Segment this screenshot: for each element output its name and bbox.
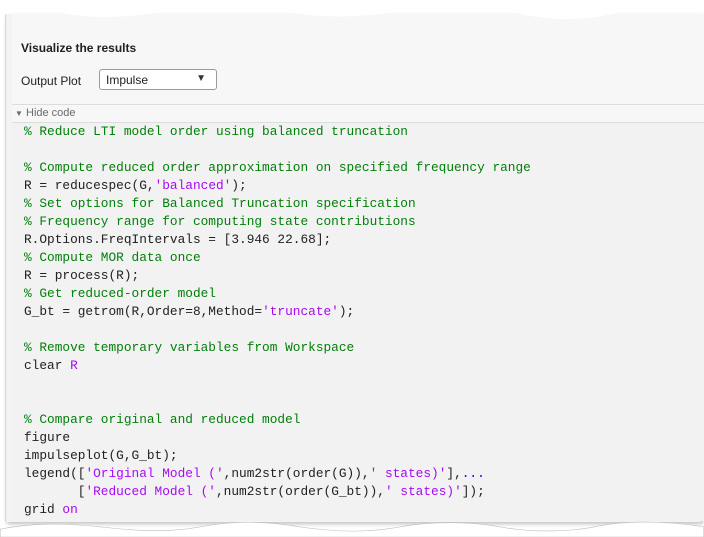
code-token-plain: R.Options.FreqIntervals = [3.946 22.68]; (24, 232, 332, 247)
code-token-string: 'balanced' (154, 178, 232, 193)
code-token-comment: % Compare original and reduced model (24, 412, 301, 427)
code-token-plain: ,num2str(order(G)), (223, 466, 370, 481)
code-line: R = process(R); (24, 267, 139, 285)
triangle-down-icon: ▼ (15, 109, 23, 118)
code-token-comment: % Compute MOR data once (24, 250, 201, 265)
section-title: Visualize the results (21, 41, 137, 55)
code-token-plain: clear (24, 358, 71, 373)
torn-edge-bottom (0, 521, 704, 537)
code-token-string: on (62, 502, 78, 517)
code-token-string: 'truncate' (262, 304, 339, 319)
code-line: grid on (24, 501, 78, 519)
code-line: % Compute reduced order approximation on… (24, 159, 531, 177)
code-line: ['Reduced Model (',num2str(order(G_bt)),… (24, 483, 485, 501)
code-line: % Compute MOR data once (24, 249, 201, 267)
code-line: % Get reduced-order model (24, 285, 216, 303)
code-token-plain: grid (24, 502, 63, 517)
code-line: legend(['Original Model (',num2str(order… (24, 465, 485, 483)
code-token-comment: % Get reduced-order model (24, 286, 216, 301)
code-token-string: ' states)' (369, 466, 447, 481)
code-line: R = reducespec(G,'balanced'); (24, 177, 247, 195)
code-token-keyword: ... (461, 466, 485, 481)
code-token-plain: ); (231, 178, 247, 193)
output-plot-value: Impulse (106, 73, 149, 87)
torn-edge-top (0, 0, 704, 20)
code-token-plain: ]); (461, 484, 485, 499)
code-line: clear R (24, 357, 78, 375)
code-token-string: 'Original Model (' (85, 466, 224, 481)
code-token-comment: % Reduce LTI model order using balanced … (24, 124, 408, 139)
code-line: G_bt = getrom(R,Order=8,Method='truncate… (24, 303, 354, 321)
code-token-comment: % Remove temporary variables from Worksp… (24, 340, 355, 355)
code-token-plain: figure (24, 430, 71, 445)
hide-code-label: Hide code (26, 107, 76, 119)
code-token-string: 'Reduced Model (' (85, 484, 216, 499)
code-token-plain: [ (24, 484, 86, 499)
code-token-plain: R = process(R); (24, 268, 140, 283)
code-token-plain: R = reducespec(G, (24, 178, 155, 193)
output-plot-label: Output Plot (21, 74, 82, 88)
code-line: % Reduce LTI model order using balanced … (24, 123, 408, 141)
code-line: % Frequency range for computing state co… (24, 213, 416, 231)
code-block[interactable]: % Reduce LTI model order using balanced … (12, 123, 704, 521)
code-token-plain: legend([ (24, 466, 86, 481)
code-token-plain: ,num2str(order(G_bt)), (216, 484, 385, 499)
code-token-plain: impulseplot(G,G_bt); (24, 448, 178, 463)
code-token-string: ' states)' (384, 484, 462, 499)
code-line: impulseplot(G,G_bt); (24, 447, 178, 465)
code-line: R.Options.FreqIntervals = [3.946 22.68]; (24, 231, 331, 249)
hide-code-toggle[interactable]: ▼ Hide code (12, 105, 704, 123)
code-line: % Remove temporary variables from Worksp… (24, 339, 354, 357)
divider (12, 104, 704, 105)
code-line: % Set options for Balanced Truncation sp… (24, 195, 416, 213)
code-token-comment: % Compute reduced order approximation on… (24, 160, 531, 175)
triangle-down-icon: ▼ (196, 73, 206, 84)
code-token-plain: G_bt = getrom(R,Order=8,Method= (24, 304, 263, 319)
live-script-panel: Visualize the results Output Plot Impuls… (5, 14, 704, 522)
code-line: figure (24, 429, 70, 447)
code-line: % Compare original and reduced model (24, 411, 300, 429)
output-plot-dropdown[interactable]: Impulse ▼ (99, 69, 217, 90)
code-token-plain: ); (338, 304, 355, 319)
code-token-comment: % Frequency range for computing state co… (24, 214, 416, 229)
code-token-comment: % Set options for Balanced Truncation sp… (24, 196, 416, 211)
controls-section: Visualize the results Output Plot Impuls… (12, 14, 704, 104)
code-token-plain: ], (446, 466, 462, 481)
code-token-string: R (70, 358, 78, 373)
